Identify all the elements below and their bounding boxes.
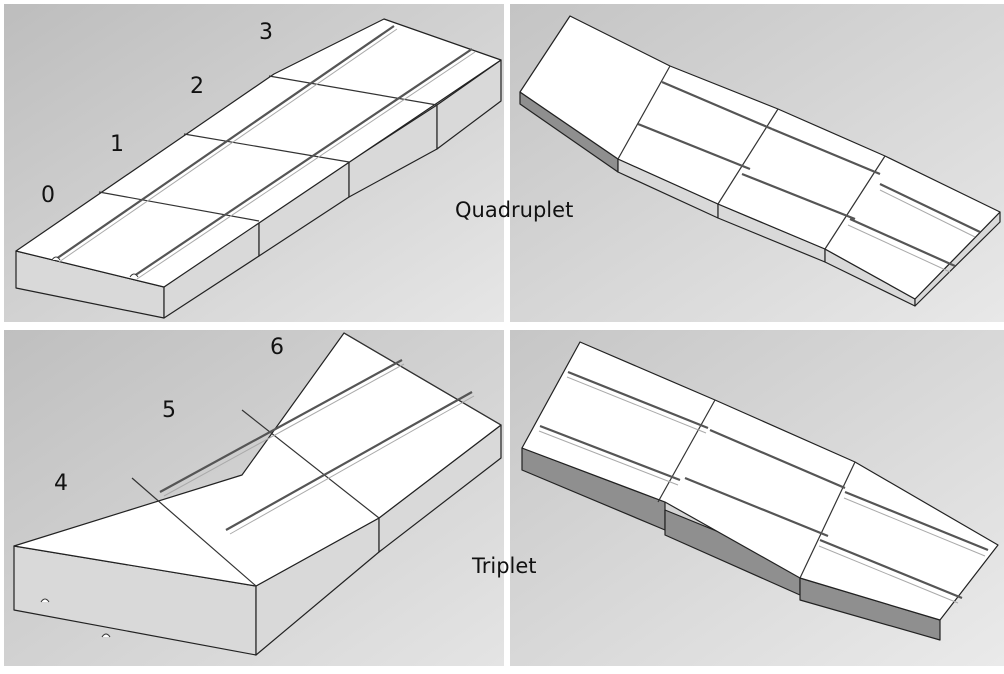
module-number-6: 6 <box>270 335 284 360</box>
top-face <box>519 15 1001 300</box>
module-number-1: 1 <box>110 132 124 157</box>
quadruplet-iso-drawing <box>4 4 504 322</box>
module-number-3: 3 <box>259 20 273 45</box>
triplet-rotated-drawing <box>510 330 1004 666</box>
quadruplet-label: Quadruplet <box>455 198 574 222</box>
triplet-label: Triplet <box>472 554 537 578</box>
top-face <box>521 341 999 621</box>
module-number-4: 4 <box>54 471 68 496</box>
quadruplet-rotated-view <box>510 4 1004 322</box>
module-number-0: 0 <box>41 183 55 208</box>
quadruplet-rotated-drawing <box>510 4 1004 322</box>
triplet-iso-view: 4 5 6 <box>4 330 504 666</box>
quadruplet-iso-view: 0 1 2 3 <box>4 4 504 322</box>
block-top-face <box>15 18 502 288</box>
module-number-5: 5 <box>162 398 176 423</box>
triplet-rotated-view <box>510 330 1004 666</box>
module-number-2: 2 <box>190 74 204 99</box>
triplet-iso-drawing <box>4 330 504 666</box>
